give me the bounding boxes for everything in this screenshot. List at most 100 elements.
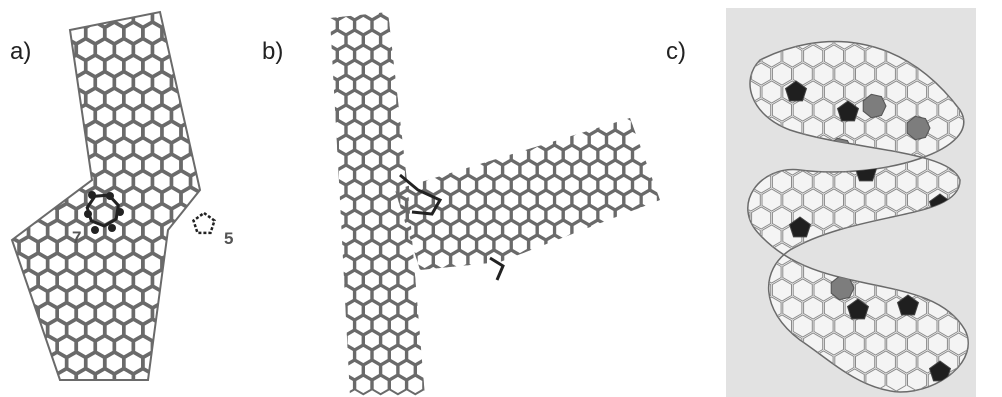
hexagon-cell	[1, 6, 19, 26]
hexagon-cell	[970, 81, 989, 103]
hexagon-cell	[191, 237, 209, 257]
hexagon-cell	[949, 297, 968, 319]
hexagon-cell	[814, 243, 833, 265]
pentagon-defect-label: 5	[224, 229, 233, 249]
hexagon-cell	[407, 376, 423, 394]
hexagon-cell	[555, 251, 571, 269]
hexagon-cell	[39, 171, 57, 191]
hexagon-cell	[425, 136, 441, 154]
hexagon-cell	[201, 386, 219, 397]
hexagon-cell	[182, 353, 200, 373]
hexagon-cell	[163, 221, 181, 241]
hexagon-cell	[172, 369, 190, 389]
hexagon-cell	[460, 266, 476, 284]
hexagon-cell	[182, 287, 200, 307]
hexagon-cell	[949, 369, 968, 391]
hexagon-cell	[741, 369, 760, 391]
hexagon-cell	[752, 351, 771, 373]
hexagon-cell	[10, 122, 28, 142]
hexagon-cell	[783, 333, 802, 355]
hexagon-cell	[312, 331, 328, 349]
heptagon-cell	[829, 138, 852, 161]
hexagon-cell	[731, 99, 750, 121]
hexagon-cell	[642, 131, 658, 149]
hexagon-cell	[416, 271, 432, 289]
hexagon-cell	[477, 116, 493, 134]
hexagon-cell	[58, 138, 76, 158]
hexagon-cell	[20, 6, 38, 26]
hexagon-cell	[949, 45, 968, 67]
hexagon-cell	[960, 27, 979, 49]
hexagon-cell	[970, 225, 989, 247]
hexagon-cell	[741, 45, 760, 67]
hexagon-cell	[460, 146, 476, 164]
hexagon-cell	[321, 106, 337, 124]
hexagon-cell	[949, 225, 968, 247]
hexagon-cell	[616, 266, 632, 284]
hexagon-cell	[590, 101, 606, 119]
hexagon-cell	[125, 122, 143, 142]
hexagon-cell	[443, 116, 459, 134]
hexagon-cell	[191, 303, 209, 323]
hexagon-cell	[125, 0, 143, 10]
hexagon-cell	[10, 188, 28, 208]
hexagon-cell	[115, 39, 133, 59]
hexagon-cell	[39, 369, 57, 389]
hexagon-cell	[29, 56, 47, 76]
pentagon-cell	[856, 161, 877, 181]
hexagon-cell	[416, 91, 432, 109]
hexagon-cell	[163, 287, 181, 307]
hexagon-cell	[793, 351, 812, 373]
hexagon-cell	[163, 386, 181, 397]
hexagon-cell	[67, 386, 85, 397]
defect-atom	[116, 208, 124, 216]
hexagon-cell	[1, 336, 19, 356]
hexagon-cell	[425, 266, 441, 284]
defect-atom	[84, 210, 92, 218]
hexagon-cell	[1, 369, 19, 389]
hexagon-cell	[29, 386, 47, 397]
hexagon-cell	[416, 1, 432, 19]
hexagon-cell	[720, 189, 739, 211]
hexagon-cell	[201, 122, 219, 142]
hexagon-cell	[659, 131, 675, 149]
hexagon-cell	[312, 361, 328, 379]
hexagon-cell	[538, 251, 554, 269]
hexagon-cell	[10, 89, 28, 109]
hexagon-cell	[564, 236, 580, 254]
hexagon-cell	[87, 122, 105, 142]
hexagon-cell	[0, 188, 9, 208]
hexagon-cell	[581, 266, 597, 284]
hexagon-cell	[607, 251, 623, 269]
hexagon-cell	[772, 135, 791, 157]
hexagon-cell	[908, 261, 927, 283]
hexagon-cell	[29, 89, 47, 109]
hexagon-cell	[741, 333, 760, 355]
hexagon-cell	[741, 261, 760, 283]
hexagon-cell	[163, 122, 181, 142]
hexagon-cell	[529, 116, 545, 134]
hexagon-cell	[477, 266, 493, 284]
hexagon-cell	[329, 331, 345, 349]
hexagon-cell	[659, 101, 675, 119]
hexagon-cell	[48, 254, 66, 274]
hexagon-cell	[355, 376, 371, 394]
hexagon-cell	[321, 166, 337, 184]
helical-nanotube-panel	[720, 9, 989, 392]
hexagon-cell	[970, 369, 989, 391]
hexagon-cell	[0, 287, 9, 307]
hexagon-cell	[20, 105, 38, 125]
hexagon-cell	[407, 76, 423, 94]
hexagon-cell	[153, 72, 171, 92]
hexagon-cell	[625, 251, 641, 269]
hexagon-cell	[772, 27, 791, 49]
hexagon-cell	[163, 188, 181, 208]
hexagon-cell	[0, 386, 9, 397]
hexagon-cell	[10, 0, 28, 10]
hexagon-cell	[20, 204, 38, 224]
hexagon-cell	[20, 171, 38, 191]
hexagon-cell	[87, 89, 105, 109]
hexagon-cell	[752, 279, 771, 301]
hexagon-cell	[762, 369, 781, 391]
hexagon-cell	[939, 63, 958, 85]
